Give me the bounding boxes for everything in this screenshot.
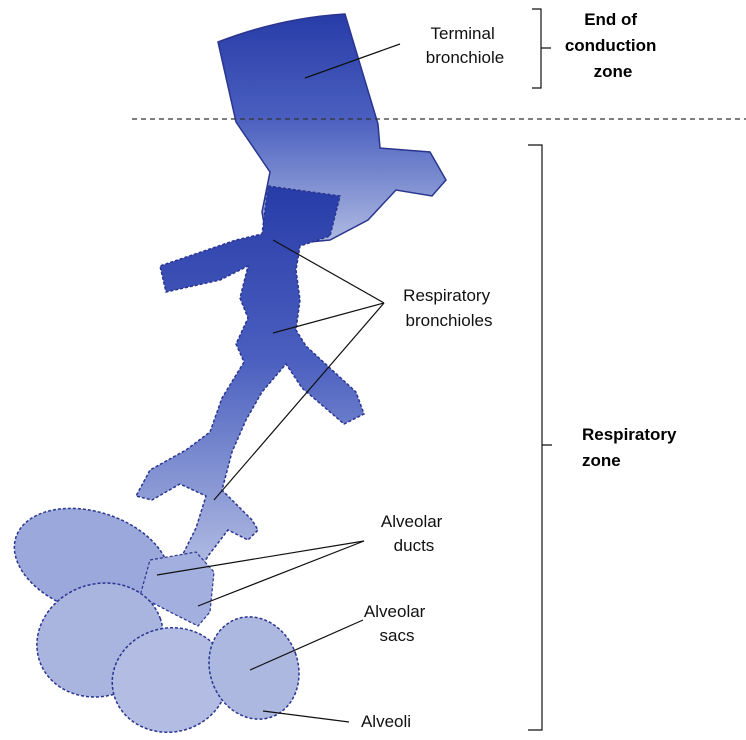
leader-alveolar-sac xyxy=(249,619,364,671)
leader-alveolar-duct-1 xyxy=(156,540,365,576)
alveoli-label: Alveoli xyxy=(361,712,411,731)
leader-resp-bronchiole-2 xyxy=(272,302,385,334)
leader-alveolar-duct-2 xyxy=(197,540,365,607)
leader-resp-bronchiole-1 xyxy=(272,239,385,304)
respiratory-bronchioles-label: Respiratory bronchioles xyxy=(403,286,495,330)
alveolar-ducts-label: Alveolar ducts xyxy=(381,512,447,555)
respiratory-zone-label: Respiratory zone xyxy=(582,425,681,470)
alveolar-sacs-label: Alveolar sacs xyxy=(364,602,430,645)
terminal-bronchiole-label: Terminal bronchiole xyxy=(426,24,504,67)
respiratory-bronchiole-shape xyxy=(134,185,365,571)
conduction-zone-label: End of conduction zone xyxy=(565,10,661,81)
respiratory-zone-bracket xyxy=(528,144,552,731)
leader-lines xyxy=(156,43,401,723)
leader-alveoli xyxy=(262,710,350,723)
conduction-zone-bracket xyxy=(532,8,551,89)
leader-resp-bronchiole-3 xyxy=(213,302,385,501)
leader-terminal-bronchiole xyxy=(304,43,401,79)
